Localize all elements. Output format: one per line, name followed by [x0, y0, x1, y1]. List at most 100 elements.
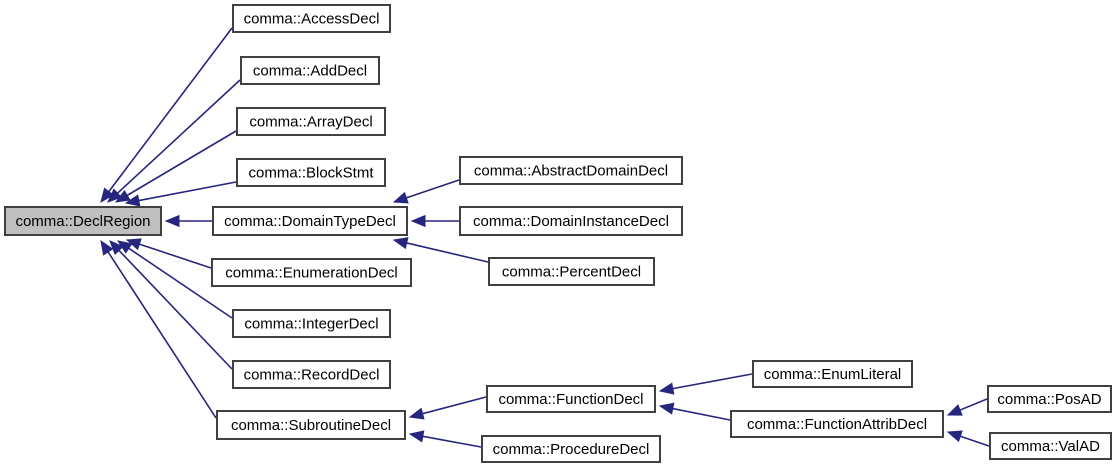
node-label: comma::EnumerationDecl	[225, 264, 398, 281]
node-box[interactable]	[486, 385, 656, 413]
node-domaintypedecl[interactable]: comma::DomainTypeDecl	[212, 206, 408, 236]
node-box[interactable]	[236, 107, 386, 136]
node-subroutinedecl[interactable]: comma::SubroutineDecl	[216, 410, 406, 440]
node-box[interactable]	[987, 385, 1112, 413]
node-box[interactable]	[481, 435, 661, 463]
node-posad[interactable]: comma::PosAD	[987, 385, 1112, 413]
node-box[interactable]	[488, 257, 655, 286]
node-percentdecl[interactable]: comma::PercentDecl	[488, 257, 655, 286]
arrowhead-icon	[109, 240, 124, 256]
edge-line	[960, 435, 990, 447]
arrowhead-icon	[946, 404, 963, 416]
node-box[interactable]	[212, 206, 408, 236]
node-label: comma::PosAD	[997, 391, 1101, 408]
node-valad[interactable]: comma::ValAD	[989, 432, 1112, 460]
node-declregion[interactable]: comma::DeclRegion	[4, 206, 162, 236]
arrowhead-icon	[114, 189, 131, 203]
edge-line	[126, 130, 237, 197]
arrowhead-icon	[392, 191, 409, 204]
node-integerdecl[interactable]: comma::IntegerDecl	[232, 309, 391, 338]
edges-layer	[100, 27, 990, 448]
node-box[interactable]	[730, 410, 944, 438]
edge-line	[406, 179, 460, 199]
arrowhead-icon	[408, 407, 425, 420]
edge-line	[672, 407, 731, 421]
node-label: comma::PercentDecl	[502, 263, 641, 280]
edge-line	[672, 373, 753, 390]
edge-line	[138, 181, 237, 202]
node-accessdecl[interactable]: comma::AccessDecl	[232, 4, 391, 33]
arrowhead-icon	[107, 188, 123, 203]
node-box[interactable]	[240, 56, 380, 85]
node-label: comma::DomainInstanceDecl	[473, 213, 669, 230]
node-box[interactable]	[459, 156, 683, 185]
edge-line	[128, 247, 233, 319]
arrowhead-icon	[164, 214, 180, 228]
edge-arraydecl-to-declregion	[114, 130, 237, 203]
node-box[interactable]	[211, 258, 412, 287]
node-arraydecl[interactable]: comma::ArrayDecl	[236, 107, 386, 136]
arrowhead-icon	[946, 430, 963, 443]
edge-functionattribdecl-to-functiondecl	[658, 402, 731, 421]
edge-line	[117, 79, 241, 194]
node-label: comma::EnumLiteral	[764, 366, 902, 383]
node-box[interactable]	[232, 4, 391, 33]
node-enumerationdecl[interactable]: comma::EnumerationDecl	[211, 258, 412, 287]
edge-functiondecl-to-subroutinedecl	[408, 396, 487, 420]
node-box[interactable]	[752, 360, 913, 388]
node-functionattribdecl[interactable]: comma::FunctionAttribDecl	[730, 410, 944, 438]
node-enumliteral[interactable]: comma::EnumLiteral	[752, 360, 913, 388]
node-label: comma::AddDecl	[253, 62, 367, 79]
arrowhead-icon	[410, 214, 426, 228]
node-label: comma::DeclRegion	[15, 213, 150, 230]
nodes-layer: comma::DeclRegion comma::AccessDeclcomma:…	[4, 4, 1112, 463]
edge-line	[959, 398, 988, 411]
edge-line	[139, 243, 212, 269]
edge-line	[108, 27, 233, 193]
node-label: comma::AbstractDomainDecl	[474, 162, 668, 179]
edge-line	[422, 396, 487, 415]
node-box[interactable]	[216, 410, 406, 440]
node-label: comma::AccessDecl	[244, 10, 380, 27]
node-box[interactable]	[232, 309, 391, 338]
node-label: comma::ValAD	[1001, 438, 1100, 455]
node-adddecl[interactable]: comma::AddDecl	[240, 56, 380, 85]
node-recorddecl[interactable]: comma::RecordDecl	[232, 360, 391, 389]
node-label: comma::ProcedureDecl	[493, 441, 650, 458]
node-label: comma::RecordDecl	[244, 366, 380, 383]
edge-line	[118, 249, 233, 370]
arrowhead-icon	[408, 430, 425, 443]
arrowhead-icon	[100, 239, 114, 256]
edge-enumliteral-to-functiondecl	[658, 373, 753, 395]
node-label: comma::ArrayDecl	[249, 113, 372, 130]
node-label: comma::IntegerDecl	[244, 315, 378, 332]
node-abstractdomaindecl[interactable]: comma::AbstractDomainDecl	[459, 156, 683, 185]
edge-line	[107, 251, 217, 419]
arrowhead-icon	[100, 187, 115, 204]
node-label: comma::DomainTypeDecl	[224, 213, 396, 230]
edge-posad-to-functionattribdecl	[946, 398, 988, 416]
arrowhead-icon	[392, 237, 409, 250]
node-box[interactable]	[989, 432, 1112, 460]
node-box[interactable]	[4, 206, 162, 236]
arrowhead-icon	[125, 238, 142, 251]
node-label: comma::FunctionDecl	[498, 391, 643, 408]
node-blockstmt[interactable]: comma::BlockStmt	[236, 158, 386, 187]
node-domaininstancedecl[interactable]: comma::DomainInstanceDecl	[459, 206, 683, 236]
arrowhead-icon	[658, 382, 675, 395]
edge-line	[422, 435, 482, 448]
edge-recorddecl-to-declregion	[109, 240, 233, 370]
node-box[interactable]	[232, 360, 391, 389]
node-label: comma::SubroutineDecl	[231, 417, 391, 434]
edge-domaintypedecl-to-declregion	[164, 214, 212, 228]
node-functiondecl[interactable]: comma::FunctionDecl	[486, 385, 656, 413]
edge-blockstmt-to-declregion	[124, 181, 237, 207]
arrowhead-icon	[124, 194, 141, 207]
edge-line	[406, 242, 489, 263]
node-box[interactable]	[459, 206, 683, 236]
node-proceduredecl[interactable]: comma::ProcedureDecl	[481, 435, 661, 463]
node-box[interactable]	[236, 158, 386, 187]
edge-domaininstancedecl-to-domaintypedecl	[410, 214, 459, 228]
